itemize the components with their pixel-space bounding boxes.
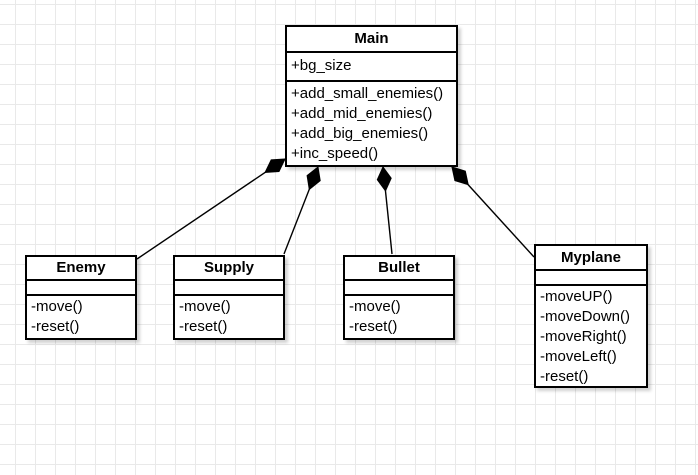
class-supply-attributes (175, 281, 283, 296)
attribute-line: +bg_size (291, 57, 352, 74)
composition-link-main-bullet[interactable] (376, 166, 393, 255)
class-enemy-title: Enemy (27, 257, 135, 281)
composition-diamond-bullet (376, 166, 392, 192)
method-line: -move() (349, 298, 401, 315)
method-line: +add_mid_enemies() (291, 105, 433, 122)
class-bullet-attributes (345, 281, 453, 296)
method-line: -move() (179, 298, 231, 315)
class-bullet-methods: -move() -reset() (345, 296, 453, 337)
method-line: -moveLeft() (540, 348, 617, 365)
class-enemy[interactable]: Enemy -move() -reset() (25, 255, 137, 340)
composition-link-main-myplane[interactable] (451, 166, 535, 258)
class-myplane[interactable]: Myplane -moveUP() -moveDown() -moveRight… (534, 244, 648, 388)
method-line: -moveUP() (540, 288, 613, 305)
class-supply-title: Supply (175, 257, 283, 281)
composition-link-main-supply[interactable] (283, 166, 321, 255)
method-line: +add_small_enemies() (291, 85, 444, 102)
class-bullet-title: Bullet (345, 257, 453, 281)
class-myplane-attributes (536, 271, 646, 286)
method-line: -reset() (540, 368, 589, 385)
class-main-title: Main (287, 27, 456, 53)
class-supply[interactable]: Supply -move() -reset() (173, 255, 285, 340)
method-line: -reset() (31, 318, 80, 335)
method-line: -moveDown() (540, 308, 631, 325)
class-myplane-methods: -moveUP() -moveDown() -moveRight() -move… (536, 286, 646, 387)
method-line: +inc_speed() (291, 145, 379, 162)
composition-diamond-supply (306, 166, 321, 191)
class-main-attributes: +bg_size (287, 53, 456, 82)
class-myplane-title: Myplane (536, 246, 646, 271)
class-enemy-methods: -move() -reset() (27, 296, 135, 337)
composition-diamond-enemy (264, 158, 286, 173)
class-supply-methods: -move() -reset() (175, 296, 283, 337)
composition-link-main-enemy[interactable] (136, 158, 286, 260)
class-main[interactable]: Main +bg_size +add_small_enemies() +add_… (285, 25, 458, 167)
class-main-methods: +add_small_enemies() +add_mid_enemies() … (287, 82, 456, 164)
method-line: -move() (31, 298, 83, 315)
class-bullet[interactable]: Bullet -move() -reset() (343, 255, 455, 340)
class-enemy-attributes (27, 281, 135, 296)
composition-diamond-myplane (451, 166, 469, 186)
method-line: +add_big_enemies() (291, 125, 429, 142)
link-line-main-enemy[interactable] (136, 158, 286, 260)
method-line: -reset() (349, 318, 398, 335)
method-line: -moveRight() (540, 328, 627, 345)
method-line: -reset() (179, 318, 228, 335)
